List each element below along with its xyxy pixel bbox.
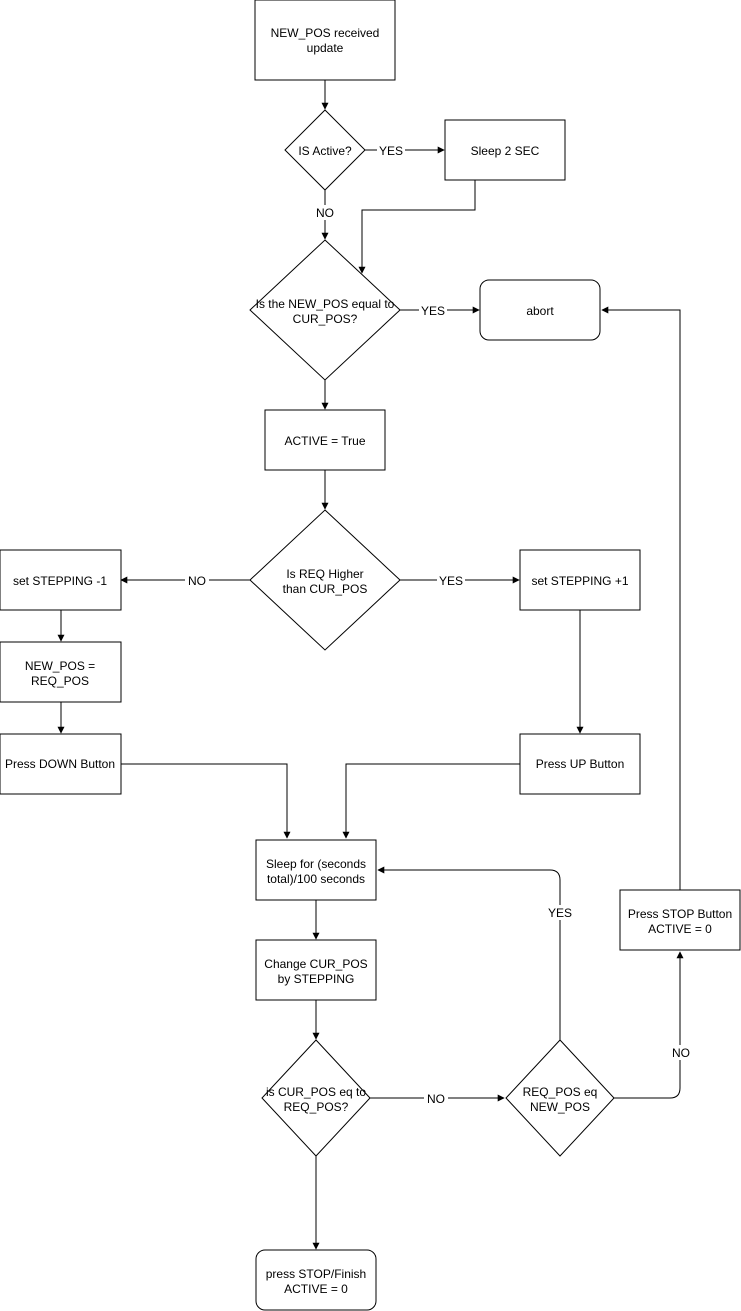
node-new-eq-req — [0, 641, 122, 703]
node-req-eq-new — [505, 1039, 615, 1157]
node-is-active — [284, 109, 366, 191]
node-step-minus — [0, 549, 122, 611]
edge-label-equal-yes: YES — [421, 304, 445, 318]
node-step-plus — [519, 549, 641, 611]
edge-sleep2-to-equal — [358, 180, 476, 274]
node-cur-eq-req — [261, 1039, 371, 1157]
label-step-minus: set STEPPING -1 — [13, 574, 107, 588]
label-is-active: IS Active? — [298, 144, 352, 158]
label-active-true: ACTIVE = True — [284, 434, 365, 448]
node-req-higher — [249, 509, 401, 651]
edge-label-req-eq-no: NO — [672, 1046, 690, 1060]
edge-label-cur-eq-no: NO — [427, 1092, 445, 1106]
edge-up-to-sleep — [342, 763, 520, 839]
node-start — [254, 0, 396, 81]
edge-reqeq-yes — [377, 866, 561, 1040]
label-new-eq-req: NEW_POS =REQ_POS — [25, 659, 95, 688]
node-finish — [255, 1249, 377, 1311]
node-press-up — [519, 733, 641, 795]
edge-label-active-no: NO — [316, 206, 334, 220]
label-press-up: Press UP Button — [536, 757, 625, 771]
node-equal-check — [249, 239, 401, 381]
node-change-cur — [255, 939, 377, 1001]
node-press-down — [0, 733, 122, 795]
edge-reqeq-no — [614, 951, 684, 1099]
node-sleep-for — [255, 839, 377, 901]
edge-label-req-eq-yes: YES — [548, 906, 572, 920]
node-active-true — [264, 409, 386, 471]
label-abort: abort — [526, 304, 554, 318]
label-step-plus: set STEPPING +1 — [531, 574, 628, 588]
node-press-stop — [619, 889, 741, 951]
edge-label-higher-no: NO — [188, 574, 206, 588]
edge-label-active-yes: YES — [379, 144, 403, 158]
label-press-down: Press DOWN Button — [5, 757, 115, 771]
edge-stop-to-abort — [601, 306, 681, 890]
edge-down-to-sleep — [121, 763, 291, 839]
node-abort — [479, 279, 601, 341]
label-sleep2: Sleep 2 SEC — [471, 144, 540, 158]
node-sleep2 — [444, 119, 566, 181]
edge-label-higher-yes: YES — [439, 574, 463, 588]
